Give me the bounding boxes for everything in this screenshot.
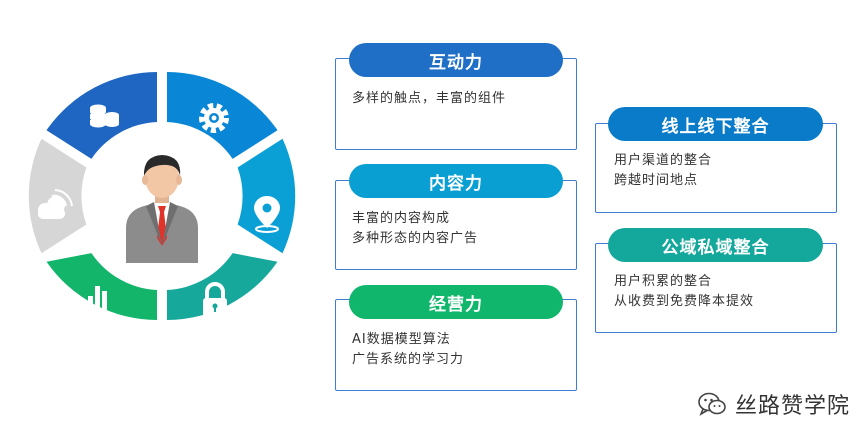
coins-icon (90, 104, 119, 128)
wheel-segment-chart (46, 253, 157, 320)
card-operation-line-2: 广告系统的学习力 (352, 352, 465, 367)
pill-online-offline-title: 线上线下整合 (608, 107, 823, 141)
pill-interaction-title: 互动力 (349, 43, 563, 77)
bar-chart-icon (86, 286, 109, 313)
card-operation-desc: AI数据模型算法 广告系统的学习力 (352, 330, 464, 370)
card-online-offline-line-2: 跨越时间地点 (614, 173, 699, 188)
cloud-icon (38, 189, 73, 219)
card-public-private-line-1: 用户积累的整合 (614, 274, 713, 289)
watermark: 丝路赞学院 (697, 386, 850, 422)
card-interaction-desc: 多样的触点，丰富的组件 (352, 89, 506, 109)
wheel-segment-location (237, 138, 296, 254)
pill-content-title: 内容力 (349, 164, 563, 198)
card-operation-line-1: AI数据模型算法 (352, 332, 451, 347)
gear-icon (199, 103, 229, 133)
location-pin-icon (254, 196, 280, 233)
watermark-text: 丝路赞学院 (735, 394, 851, 419)
card-content-line-1: 丰富的内容构成 (352, 211, 451, 226)
wheel-diagram (28, 72, 296, 320)
card-online-offline-desc: 用户渠道的整合 跨越时间地点 (614, 151, 712, 191)
lock-icon (203, 282, 227, 317)
businessman-avatar (126, 155, 198, 263)
card-public-private-line-2: 从收费到免费降本提效 (614, 294, 755, 309)
card-public-private-desc: 用户积累的整合 从收费到免费降本提效 (614, 272, 754, 312)
pill-operation-title: 经营力 (349, 285, 563, 319)
wechat-icon (698, 392, 726, 416)
card-interaction-line-1: 多样的触点，丰富的组件 (352, 91, 507, 106)
card-content-desc: 丰富的内容构成 多种形态的内容广告 (352, 209, 478, 249)
pill-public-private-title: 公域私域整合 (608, 228, 823, 262)
card-content-line-2: 多种形态的内容广告 (352, 231, 479, 246)
card-online-offline-line-1: 用户渠道的整合 (614, 153, 713, 168)
